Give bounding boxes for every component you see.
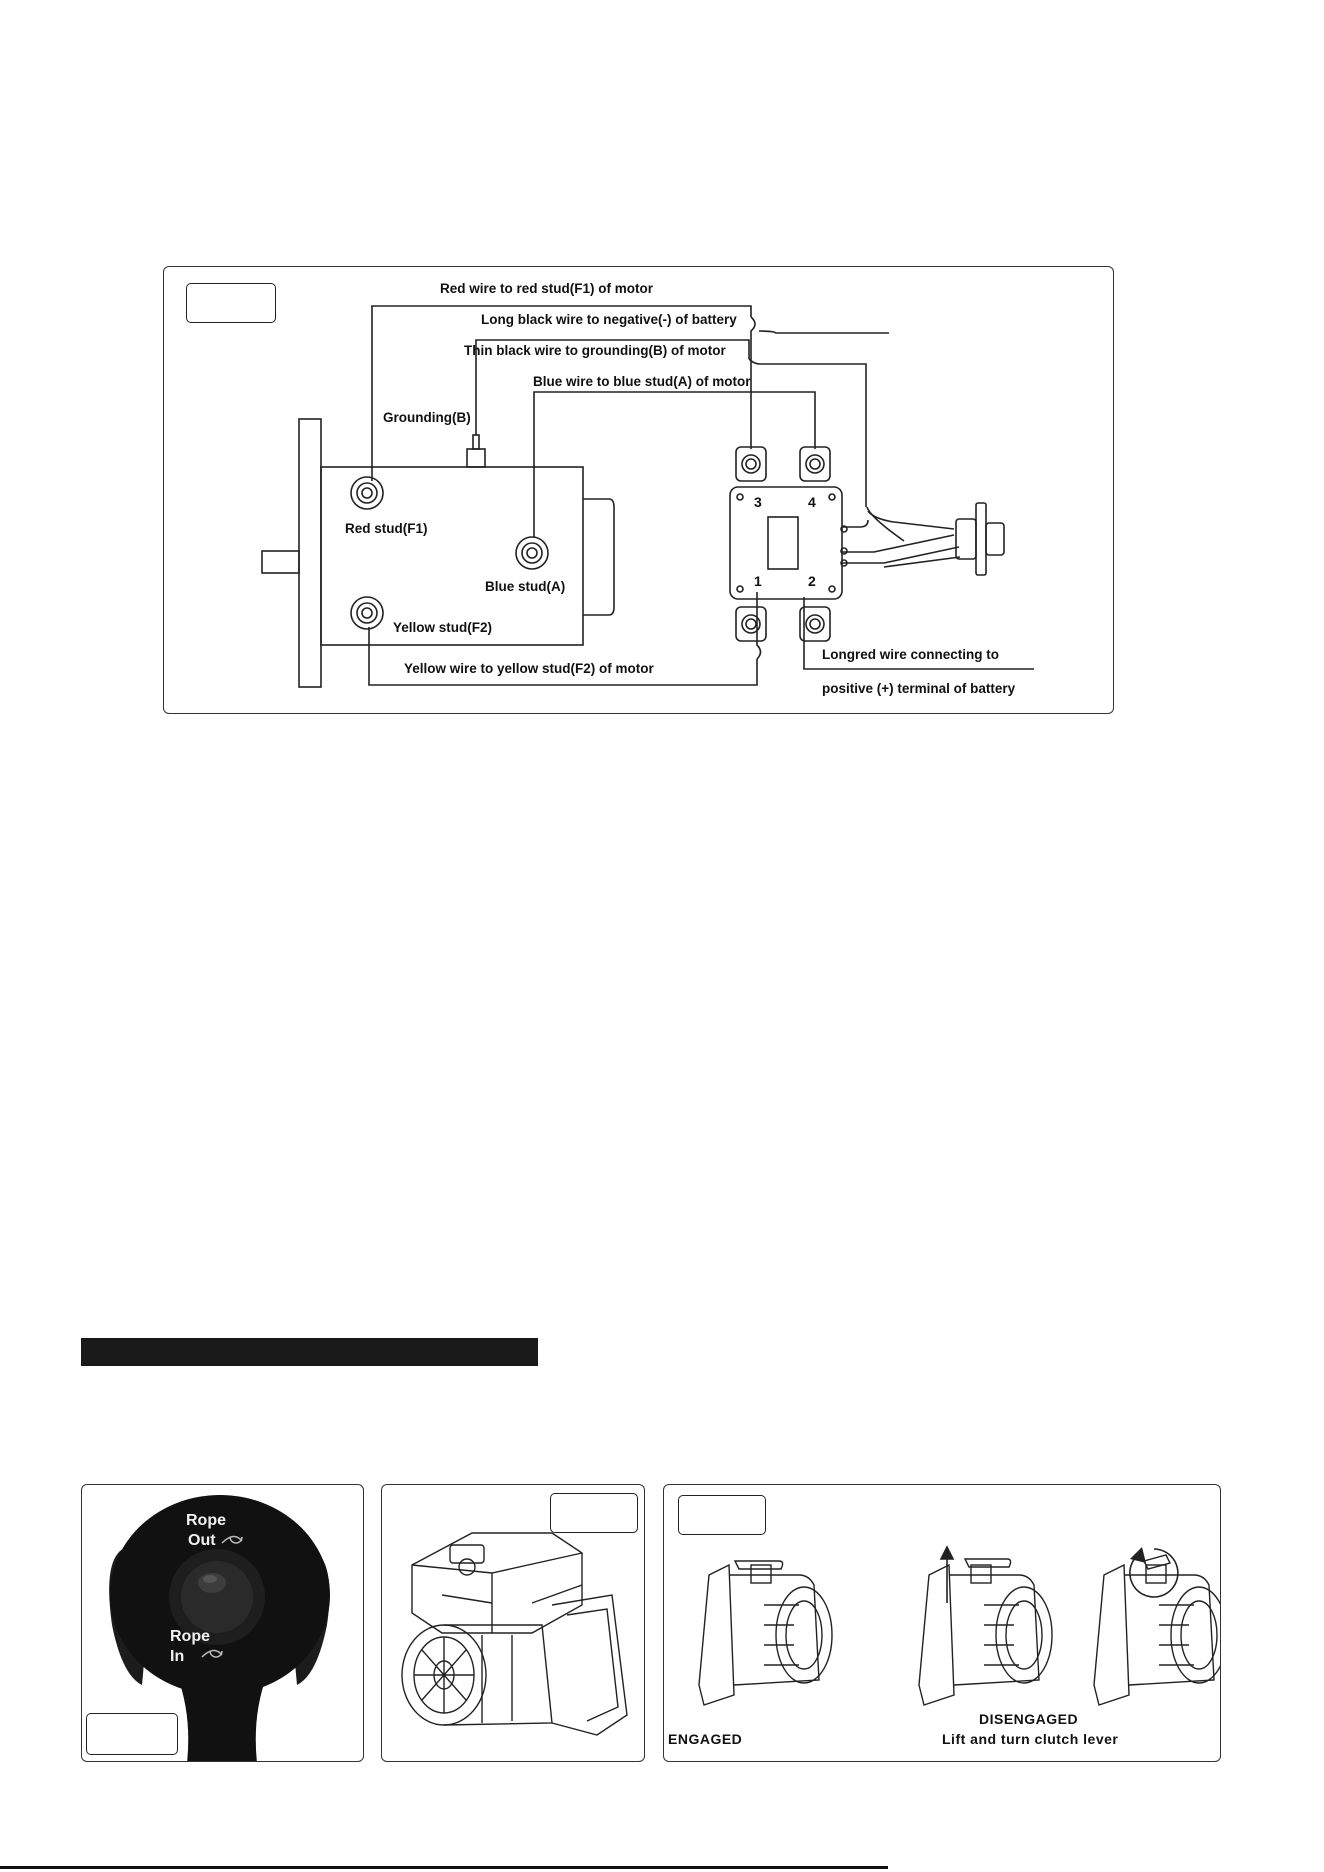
label-yellow-stud: Yellow stud(F2) (393, 620, 492, 635)
figure-tag (678, 1495, 766, 1535)
label-red-wire: Red wire to red stud(F1) of motor (440, 281, 654, 296)
label-blue-stud: Blue stud(A) (485, 579, 565, 594)
caption-instruction: Lift and turn clutch lever (942, 1731, 1119, 1747)
label-long-black-wire: Long black wire to negative(-) of batter… (481, 312, 737, 327)
caption-engaged: ENGAGED (668, 1731, 743, 1747)
terminal-3: 3 (754, 494, 762, 510)
section-header-bar (81, 1338, 538, 1366)
rope-in-label-2: In (170, 1648, 184, 1665)
rope-out-label-2: Out (188, 1532, 216, 1549)
terminal-1: 1 (754, 573, 762, 589)
remote-control-panel: Rope Out Rope In (81, 1484, 364, 1762)
terminal-4: 4 (808, 494, 816, 510)
rope-out-icon (221, 1535, 243, 1544)
rope-in-icon (201, 1649, 223, 1658)
bottom-rule (0, 1866, 888, 1869)
rope-out-label-1: Rope (186, 1512, 226, 1529)
winch-illustration-panel (381, 1484, 645, 1762)
label-grounding: Grounding(B) (383, 410, 471, 425)
label-long-red-2: positive (+) terminal of battery (822, 681, 1016, 696)
label-thin-black-wire: Thin black wire to grounding(B) of motor (464, 343, 726, 358)
remote-control-image: Rope Out Rope In (109, 1495, 330, 1761)
clutch-drawings (698, 1545, 1220, 1706)
label-red-stud: Red stud(F1) (345, 521, 428, 536)
caption-disengaged: DISENGAGED (979, 1711, 1079, 1727)
wiring-diagram: Red wire to red stud(F1) of motor Long b… (261, 281, 1034, 696)
figure-tag (86, 1713, 178, 1755)
rope-in-label-1: Rope (170, 1628, 210, 1645)
wiring-diagram-panel: Red wire to red stud(F1) of motor Long b… (163, 266, 1114, 714)
figure-tag (186, 283, 276, 323)
label-blue-wire: Blue wire to blue stud(A) of motor (533, 374, 751, 389)
terminal-2: 2 (808, 573, 816, 589)
rotate-arrow-icon (1129, 1548, 1179, 1598)
clutch-panel: ENGAGED DISENGAGED Lift and turn clutch … (663, 1484, 1221, 1762)
figure-tag (550, 1493, 638, 1533)
label-long-red-1: Longred wire connecting to (822, 647, 999, 662)
winch-drawing (401, 1532, 628, 1736)
label-yellow-wire: Yellow wire to yellow stud(F2) of motor (404, 661, 655, 676)
